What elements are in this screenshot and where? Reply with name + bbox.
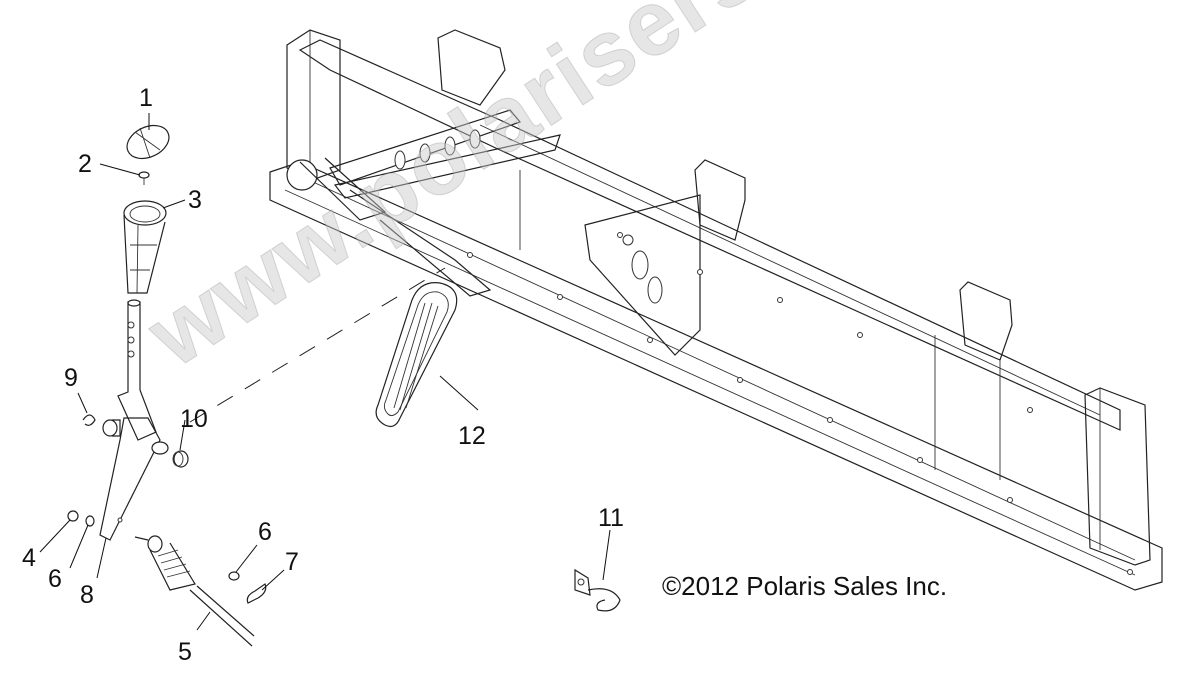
callout-4: 4 (22, 544, 36, 572)
part-9-clip (82, 414, 96, 426)
callout-6a: 6 (48, 565, 62, 593)
part-7-cotter-pin (246, 583, 267, 604)
callout-10: 10 (180, 405, 208, 433)
callout-7: 7 (285, 548, 299, 576)
callout-8: 8 (80, 581, 94, 609)
part-8-shift-lever (99, 299, 169, 541)
part-10-bushing (172, 450, 189, 468)
copyright-text: ©2012 Polaris Sales Inc. (662, 571, 948, 601)
frame (269, 29, 1163, 591)
part-12-shifter-boot (375, 282, 458, 428)
callout-12: 12 (458, 422, 486, 450)
part-11-cable-clamp (574, 568, 621, 612)
callout-leaders (39, 113, 611, 631)
callout-6b: 6 (258, 518, 272, 546)
callout-1: 1 (139, 84, 153, 112)
callout-5: 5 (178, 638, 192, 666)
callout-9: 9 (64, 364, 78, 392)
part-2-screw (138, 171, 150, 185)
callout-11: 11 (598, 504, 624, 532)
callout-2: 2 (78, 150, 92, 178)
part-6a-washer (85, 515, 95, 527)
part-3-shift-knob (123, 200, 167, 294)
bushing-pair (102, 419, 121, 437)
part-5-shift-cable (134, 535, 255, 647)
part-6b-washer (228, 571, 240, 581)
assembly-centerline (189, 267, 446, 423)
part-1-knob-cap (126, 124, 170, 160)
part-4-nut (67, 510, 79, 522)
callout-3: 3 (188, 186, 202, 214)
